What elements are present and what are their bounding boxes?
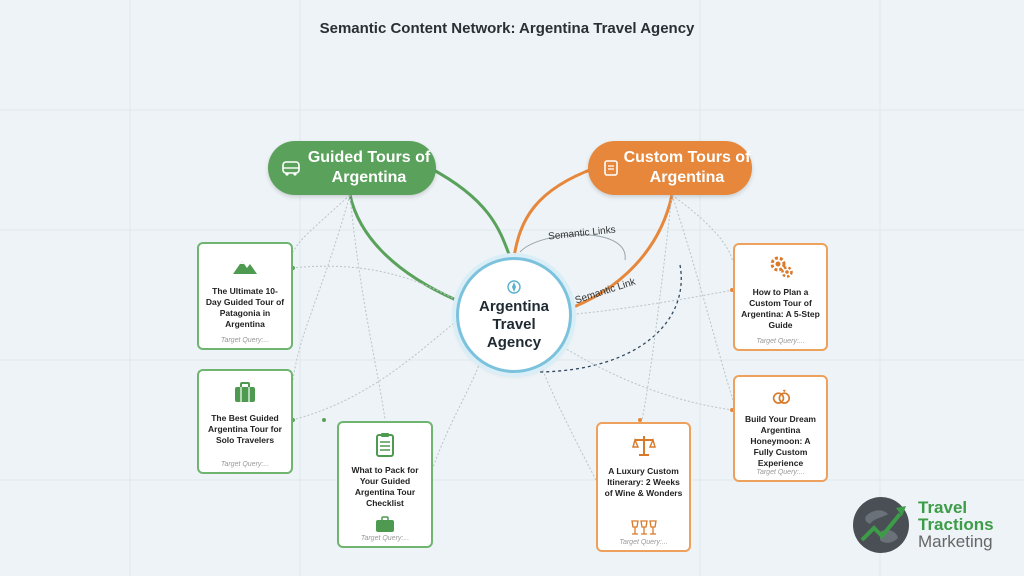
- card-title: The Best Guided Argentina Tour for Solo …: [208, 413, 282, 445]
- compass-icon: [507, 279, 521, 294]
- card-query: Target Query:...: [756, 469, 805, 476]
- content-card[interactable]: Build Your Dream Argentina Honeymoon: A …: [733, 375, 828, 482]
- green-pillar-link-2: [348, 194, 457, 302]
- scroll-icon: [604, 160, 618, 176]
- content-card[interactable]: What to Pack for Your Guided Argentina T…: [337, 421, 433, 548]
- card-query: Target Query:...: [220, 337, 270, 344]
- card-title: What to Pack for Your Guided Argentina T…: [351, 465, 419, 508]
- logo-text-line3: Marketing: [918, 532, 993, 551]
- scales-icon: [631, 436, 656, 456]
- logo-text-line1: Travel: [918, 498, 968, 517]
- suitcase-icon: [235, 382, 255, 402]
- card-query: Target Query:...: [220, 461, 270, 468]
- orange-pillar-link: [512, 166, 596, 258]
- content-card[interactable]: The Best Guided Argentina Tour for Solo …: [197, 369, 293, 474]
- rings-icon: [772, 389, 790, 404]
- card-query: Target Query:...: [360, 535, 410, 542]
- green-pillar-link: [429, 166, 512, 258]
- gears-icon: [770, 256, 793, 278]
- card-title: Build Your Dream Argentina Honeymoon: A …: [744, 414, 816, 468]
- pillar-custom-tours[interactable]: Custom Tours of Argentina: [588, 141, 752, 195]
- hub-label: Argentina Travel Agency: [478, 297, 549, 351]
- card-title: A Luxury Custom Itinerary: 2 Weeks of Wi…: [604, 466, 683, 498]
- bus-icon: [282, 161, 300, 176]
- pillar-label: Custom Tours of Argentina: [623, 149, 751, 186]
- card-query: Target Query:...: [756, 338, 805, 345]
- suitcase-icon: [376, 516, 394, 532]
- logo-text-line2: Tractions: [918, 515, 994, 534]
- pillar-guided-tours[interactable]: Guided Tours of Argentina: [268, 141, 436, 195]
- content-card[interactable]: How to Plan a Custom Tour of Argentina: …: [733, 243, 828, 351]
- mountain-icon: [233, 261, 257, 274]
- pillar-label: Guided Tours of Argentina: [307, 149, 431, 186]
- content-card[interactable]: A Luxury Custom Itinerary: 2 Weeks of Wi…: [596, 422, 691, 552]
- orange-pillar-link-2: [565, 194, 674, 312]
- clipboard-icon: [376, 433, 394, 457]
- globe-logo-icon: [853, 497, 909, 553]
- hub-dashed-arc: [539, 264, 682, 373]
- travel-tractions-logo: Travel Tractions Marketing: [852, 496, 1022, 558]
- page-title: Semantic Content Network: Argentina Trav…: [319, 20, 695, 37]
- hub-node[interactable]: Argentina Travel Agency: [456, 257, 572, 373]
- semantic-links-arc: [519, 234, 626, 261]
- card-title: How to Plan a Custom Tour of Argentina: …: [741, 287, 820, 330]
- card-title: The Ultimate 10-Day Guided Tour of Patag…: [205, 286, 285, 329]
- content-card[interactable]: The Ultimate 10-Day Guided Tour of Patag…: [197, 242, 293, 350]
- wine-glasses-icon: [630, 520, 657, 535]
- card-query: Target Query:...: [619, 539, 668, 546]
